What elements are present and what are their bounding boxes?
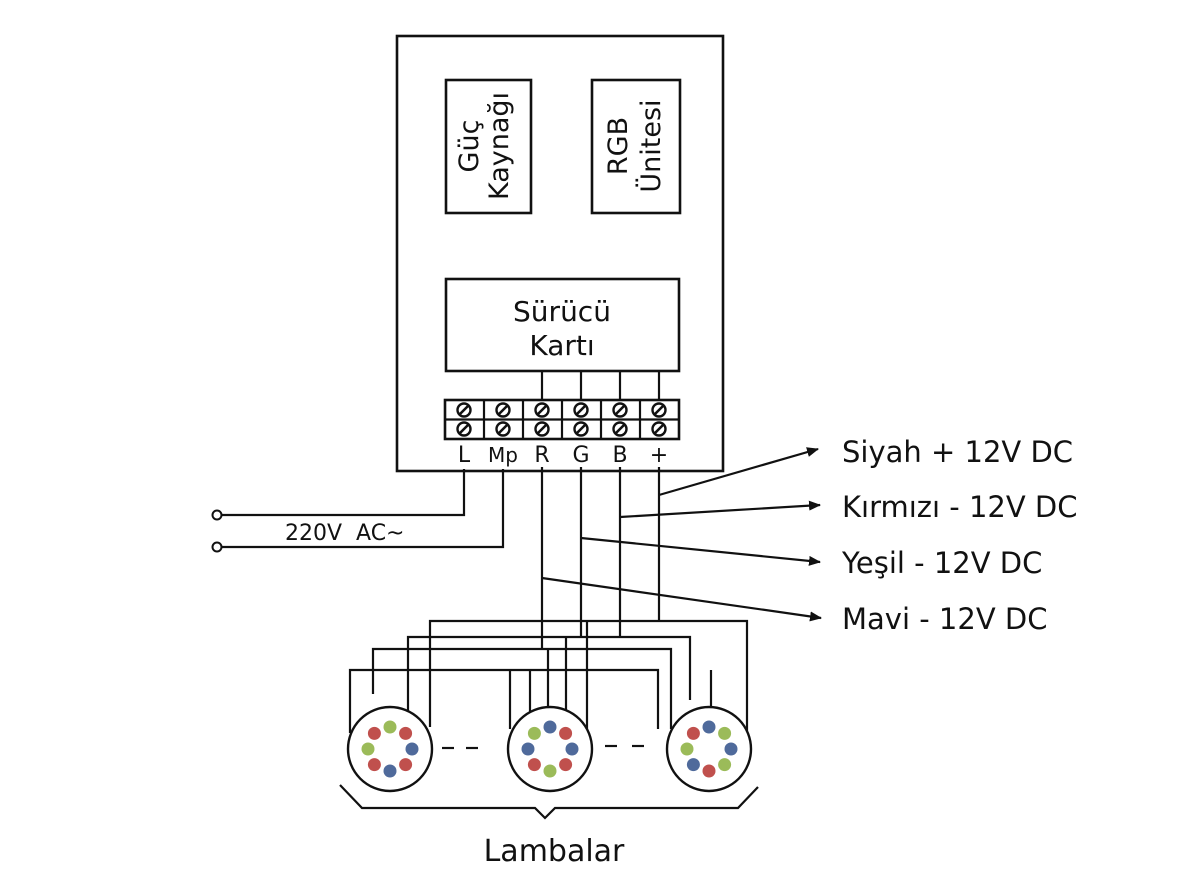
terminal-screw-slot [614, 423, 626, 435]
terminal-screw-slot [458, 404, 470, 416]
led-green [718, 726, 732, 740]
terminal-labels: L Mp R G B + [458, 443, 668, 468]
terminal-screw-slot [614, 404, 626, 416]
led-green [680, 742, 694, 756]
terminal-label-plus: + [650, 443, 668, 468]
led-blue [702, 720, 716, 734]
callout-blue: Mavi - 12V DC [842, 602, 1047, 636]
led-green [383, 720, 397, 734]
led-blue [686, 758, 700, 772]
driver-card-block: Sürücü Kartı [444, 277, 681, 373]
terminal-screw-slot [536, 423, 548, 435]
terminal-screw-slot [497, 404, 509, 416]
terminal-label-l: L [458, 443, 471, 468]
callout-arrows [541, 447, 822, 622]
rgb-unit-block: RGB Ünitesi [590, 78, 682, 215]
driver-card-label-2: Kartı [529, 329, 594, 362]
terminal-label-b: B [612, 443, 627, 468]
led-red [399, 758, 413, 772]
led-blue [383, 764, 397, 778]
callout-green: Yeşil - 12V DC [841, 546, 1042, 580]
led-red [399, 726, 413, 740]
terminal-screw-slot [536, 404, 548, 416]
terminal-screw-slot [575, 423, 587, 435]
led-blue [565, 742, 579, 756]
led-red [702, 764, 716, 778]
callout-labels: Siyah + 12V DC Kırmızı - 12V DC Yeşil - … [841, 435, 1078, 636]
terminal-label-g: G [572, 443, 589, 468]
lamp-1 [346, 705, 434, 793]
terminal-screw-slot [653, 404, 665, 416]
terminal-block [443, 398, 681, 441]
lamps-group [346, 705, 753, 793]
led-green [718, 758, 732, 772]
led-red [686, 726, 700, 740]
led-blue [521, 742, 535, 756]
lamps-label: Lambalar [484, 834, 625, 869]
terminal-label-mp: Mp [488, 443, 518, 467]
led-red [367, 726, 381, 740]
led-green [361, 742, 375, 756]
rgb-unit-label-2: Ünitesi [635, 99, 667, 192]
lamp-2 [506, 705, 594, 793]
led-blue [405, 742, 419, 756]
terminal-screw-slot [497, 423, 509, 435]
callout-black: Siyah + 12V DC [842, 435, 1073, 469]
power-supply-block: Güç Kaynağı [444, 78, 533, 215]
led-blue [543, 720, 557, 734]
terminal-screw-slot [653, 423, 665, 435]
lamp-outer-ring [346, 705, 434, 793]
terminal-screws [456, 402, 667, 437]
led-red [527, 758, 541, 772]
driver-card-label-1: Sürücü [513, 295, 611, 328]
led-blue [724, 742, 738, 756]
power-supply-label-2: Kaynağı [484, 92, 515, 200]
terminal-screw-slot [575, 404, 587, 416]
led-green [527, 726, 541, 740]
mains-terminal-l [211, 509, 223, 521]
led-red [559, 758, 573, 772]
lamp-continuation-dashes [442, 744, 644, 750]
led-red [367, 758, 381, 772]
callout-red: Kırmızı - 12V DC [842, 490, 1078, 524]
terminal-label-r: R [534, 443, 549, 468]
led-red [559, 726, 573, 740]
lamp-outer-ring [665, 705, 753, 793]
lamp-outer-ring [506, 705, 594, 793]
lamp-3 [665, 705, 753, 793]
driver-card-connections [540, 371, 661, 400]
rgb-unit-label-1: RGB [603, 117, 634, 175]
terminal-screw-slot [458, 423, 470, 435]
power-supply-label-1: Güç [454, 120, 485, 173]
mains-label: 220V AC~ [285, 521, 405, 546]
mains-wires: 220V AC~ [211, 469, 505, 553]
mains-terminal-n [211, 541, 223, 553]
led-green [543, 764, 557, 778]
lamp-buses [348, 619, 749, 744]
lamps-brace [339, 784, 759, 820]
